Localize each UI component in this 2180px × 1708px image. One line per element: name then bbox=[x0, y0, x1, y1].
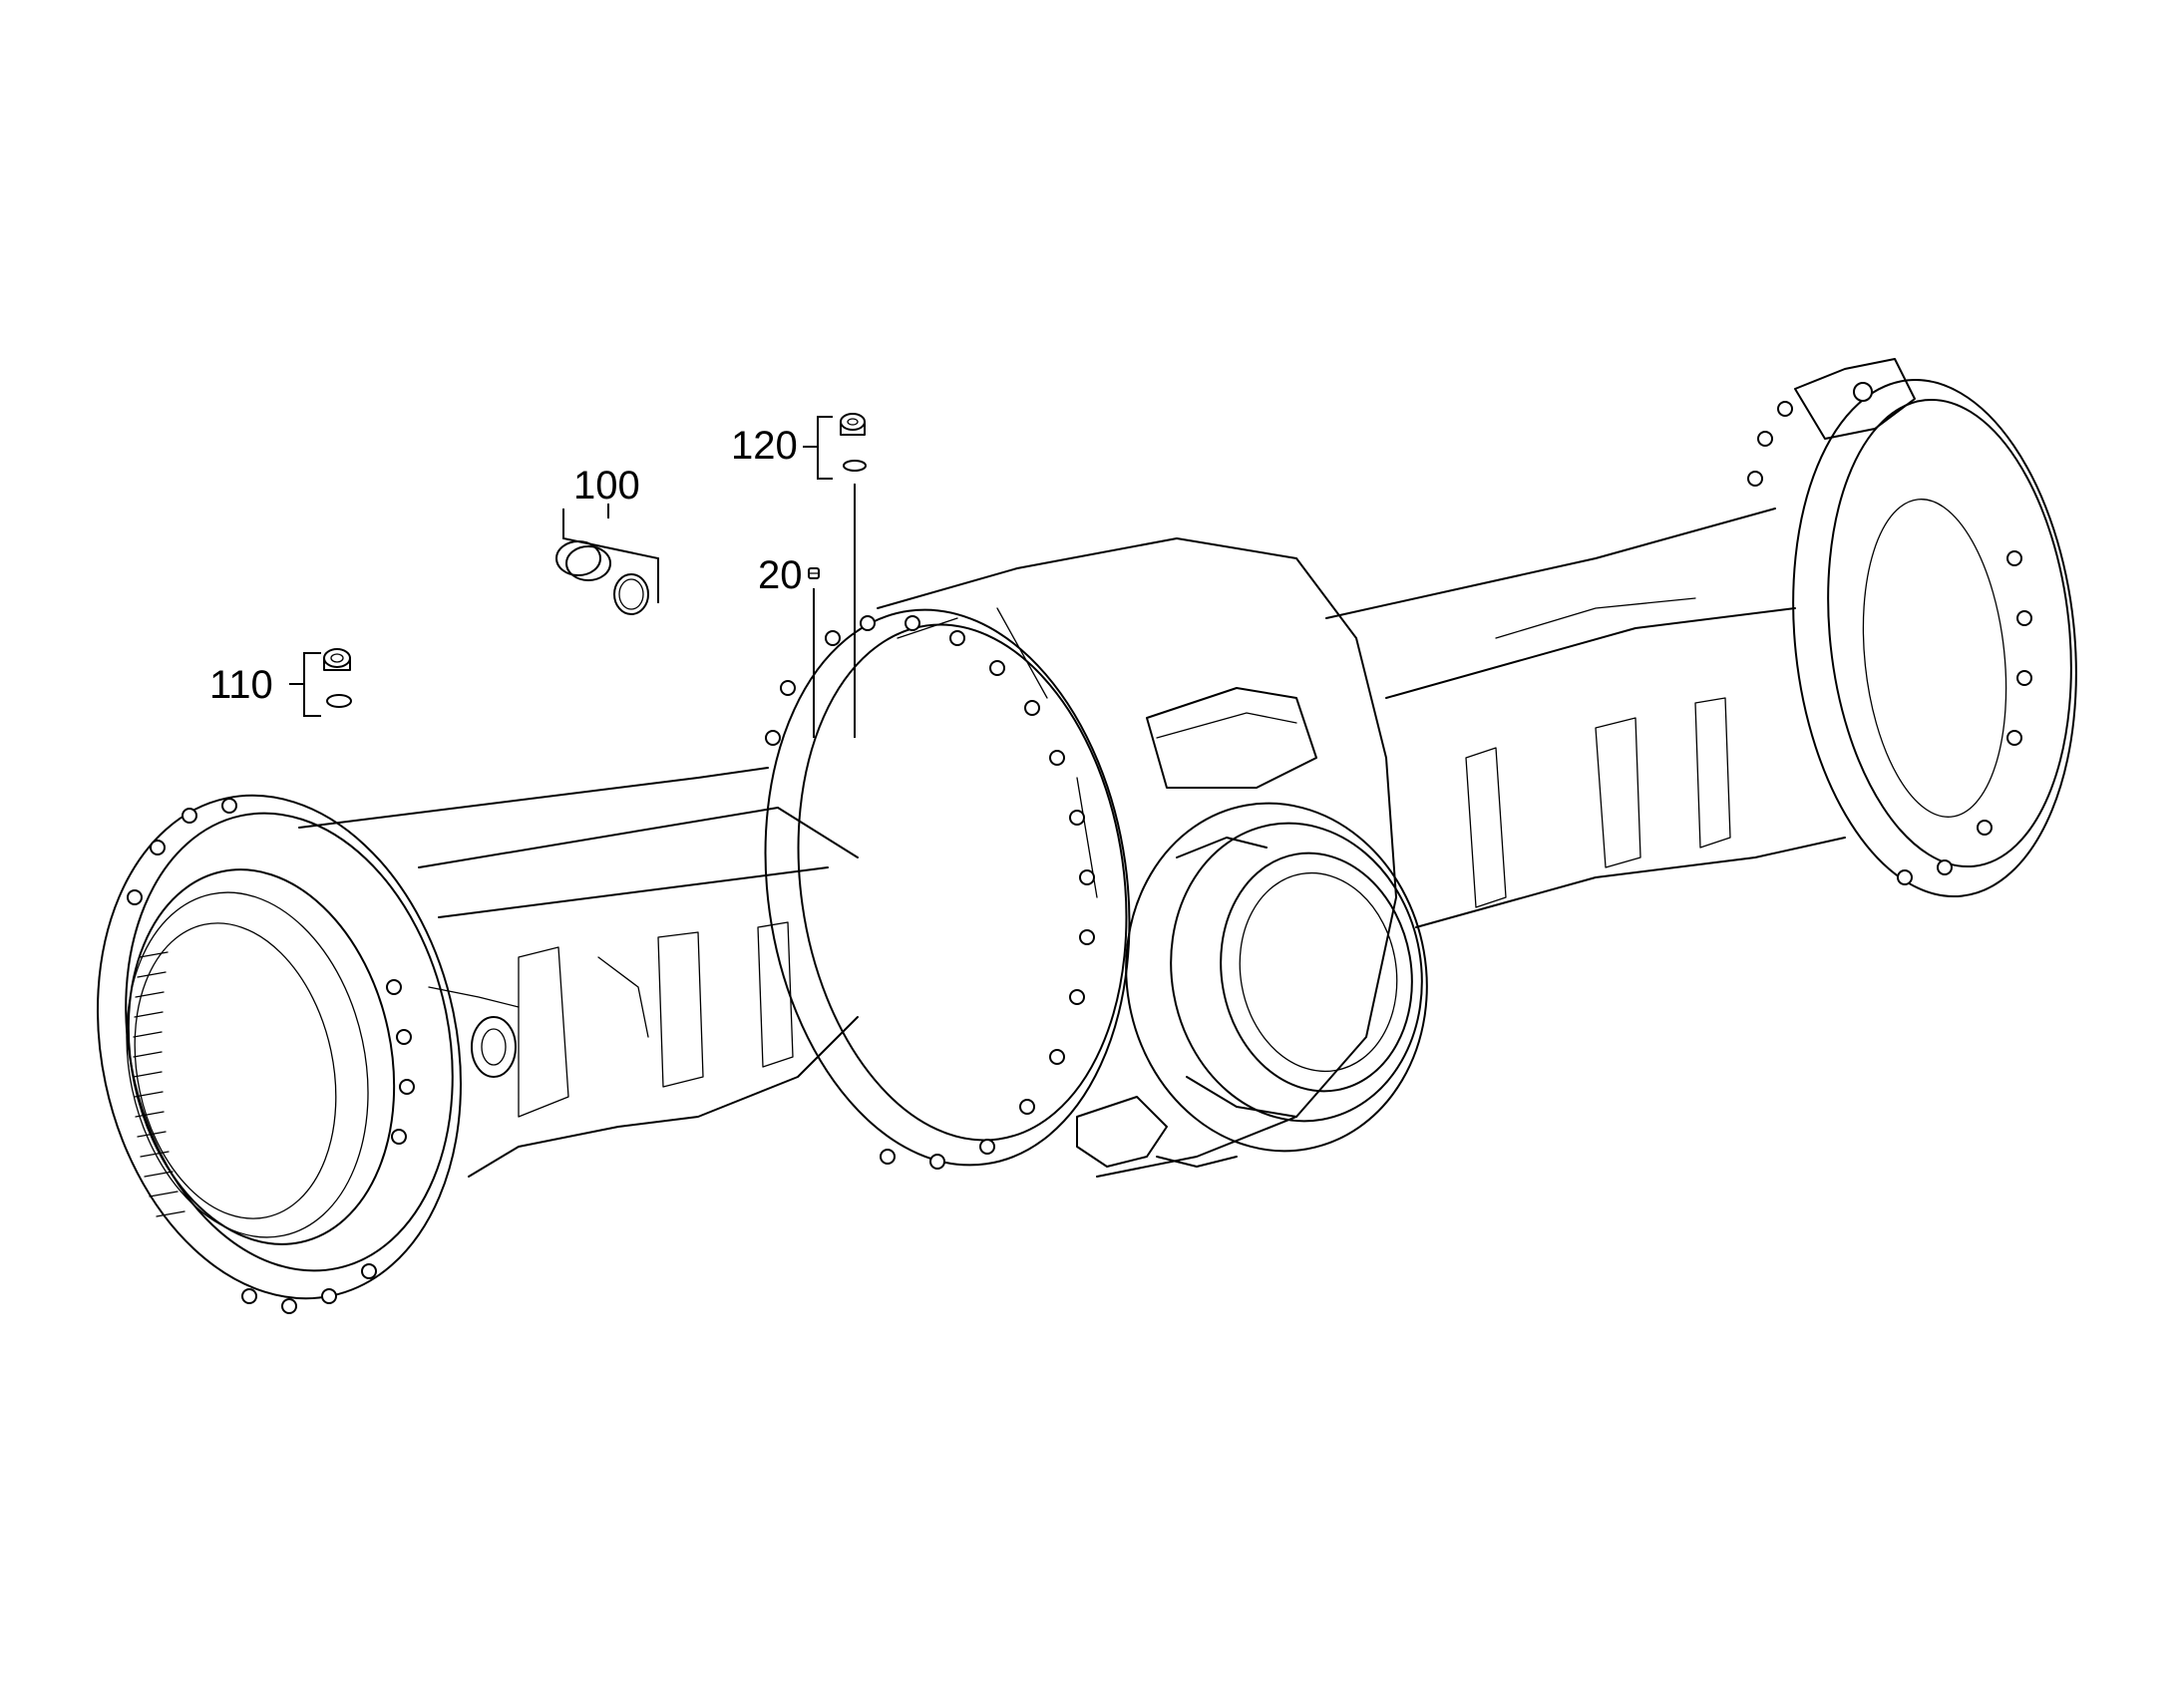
right-hub-flange bbox=[1747, 358, 2077, 897]
part-20-screw bbox=[808, 567, 820, 738]
right-axle-arm bbox=[1325, 508, 1846, 928]
callout-20: 20 bbox=[758, 553, 803, 597]
part-120-plug-and-washer bbox=[803, 413, 867, 738]
input-flange bbox=[1125, 802, 1428, 1153]
part-110-plug-and-washer bbox=[289, 648, 352, 717]
left-axle-arm bbox=[298, 767, 859, 1178]
callout-100: 100 bbox=[573, 464, 640, 508]
callout-110: 110 bbox=[209, 663, 273, 707]
right-flange-bolt-holes bbox=[1747, 401, 2032, 885]
center-flange-bolt-holes bbox=[765, 615, 1095, 1170]
left-hub-flange bbox=[96, 794, 463, 1314]
axle-housing bbox=[96, 358, 2077, 1314]
differential-housing bbox=[764, 537, 1428, 1178]
ring-gear-teeth bbox=[133, 951, 185, 1217]
callout-120: 120 bbox=[731, 424, 798, 468]
left-flange-bolt-holes bbox=[127, 798, 415, 1314]
part-100-plug-and-seal bbox=[555, 504, 659, 615]
